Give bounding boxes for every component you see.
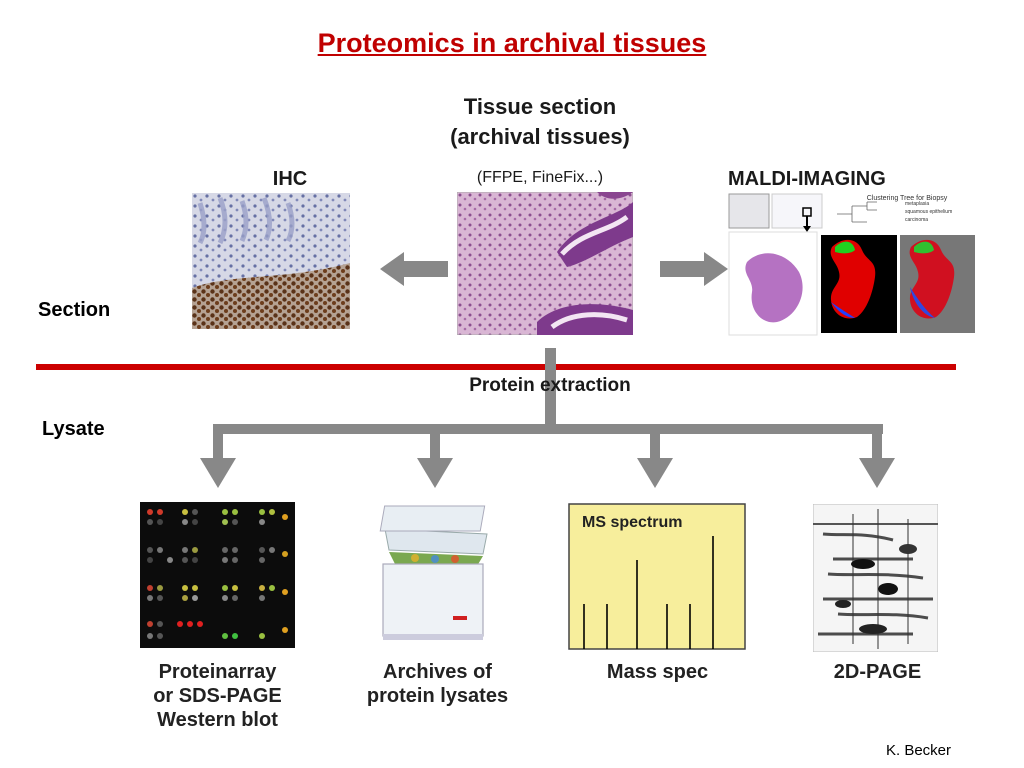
maldi-legend-carcinoma: carcinoma: [905, 217, 928, 223]
caption-proteinarray-line1: Proteinarray: [158, 661, 277, 683]
ms-spectrum-chart: MS spectrum: [568, 503, 746, 650]
ihc-image: [192, 193, 350, 329]
freezer-image: [375, 504, 495, 649]
section-divider: [36, 364, 956, 370]
maldi-imaging-figure: Clustering Tree for Biopsy metaplasia sq…: [728, 193, 975, 336]
maldi-imaging-label: MALDI-IMAGING: [728, 168, 886, 190]
arrow-to-ihc-icon: [380, 252, 448, 286]
maldi-tree-title: Clustering Tree for Biopsy: [867, 195, 948, 202]
extraction-connector-tree: [200, 348, 895, 488]
arrow-to-mass-spec-icon: [637, 458, 673, 488]
caption-mass-spec: Mass spec: [570, 660, 745, 684]
protein-extraction-label: Protein extraction: [469, 375, 631, 396]
caption-mass-spec-line1: Mass spec: [606, 661, 709, 683]
tissue-section-image: [457, 192, 633, 335]
caption-archives: Archives of protein lysates: [350, 660, 525, 708]
arrow-to-2d-page-icon: [859, 458, 895, 488]
caption-archives-line1: Archives of: [383, 661, 492, 683]
tissue-section-title-line1: Tissue section: [463, 94, 617, 119]
maldi-legend-squamous: squamous epithelium: [905, 209, 952, 215]
arrow-to-archives-icon: [417, 458, 453, 488]
tissue-section-title-line2: (archival tissues): [450, 124, 630, 149]
proteinarray-image: [140, 502, 295, 648]
arrow-to-proteinarray-icon: [200, 458, 236, 488]
arrow-to-maldi-icon: [660, 252, 728, 286]
caption-proteinarray: Proteinarray or SDS-PAGE Western blot: [120, 660, 315, 732]
caption-archives-line2: protein lysates: [366, 685, 509, 707]
maldi-legend-metaplasia: metaplasia: [905, 201, 929, 207]
2d-page-gel-image: [813, 504, 938, 652]
caption-2d-page-line1: 2D-PAGE: [833, 661, 922, 683]
caption-proteinarray-line2: or SDS-PAGE: [153, 685, 282, 707]
section-label: Section: [38, 299, 111, 321]
ms-spectrum-label: MS spectrum: [582, 514, 682, 531]
lysate-label: Lysate: [42, 418, 105, 440]
ihc-label: IHC: [272, 168, 308, 190]
tissue-section-title: Tissue section (archival tissues): [400, 92, 680, 152]
caption-proteinarray-line3: Western blot: [157, 709, 278, 731]
tissue-section-subtitle: (FFPE, FineFix...): [476, 169, 604, 186]
slide-title: Proteomics in archival tissues: [317, 28, 707, 58]
author-credit: K. Becker: [886, 742, 952, 759]
caption-2d-page: 2D-PAGE: [790, 660, 965, 684]
